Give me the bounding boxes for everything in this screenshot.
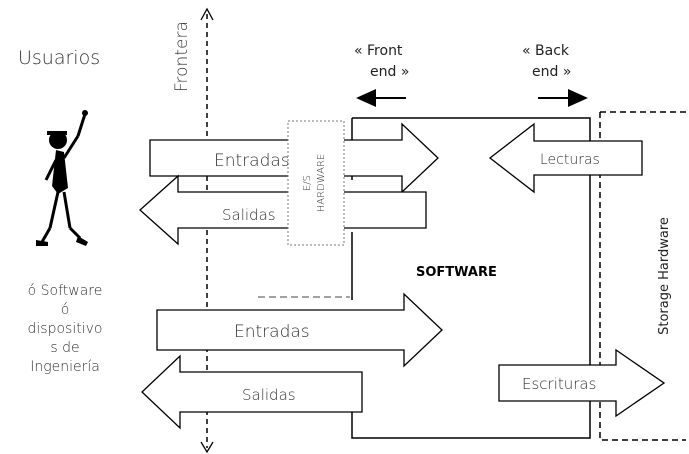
- software-label: SOFTWARE: [416, 265, 497, 280]
- entradas-top-label: Entradas: [214, 151, 290, 171]
- usuarios-label: Usuarios: [18, 47, 100, 69]
- lecturas-label: Lecturas: [540, 152, 600, 168]
- salidas-top-label: Salidas: [222, 206, 276, 224]
- salidas-top-arrow: [139, 174, 427, 246]
- entradas-bottom-arrow: [156, 292, 443, 368]
- back-end-label-line1: « Back: [522, 43, 570, 59]
- frontera-bottom-arrowhead: [200, 441, 214, 454]
- front-end-label-line1: « Front: [354, 43, 403, 59]
- salidas-bottom-arrow: [141, 354, 363, 430]
- alt-source-line2: ó: [61, 302, 70, 318]
- storage-hardware-label: Storage Hardware: [657, 217, 672, 335]
- frontera-label: Frontera: [172, 21, 192, 92]
- back-end-arrowhead: [568, 89, 588, 107]
- salidas-bottom-label: Salidas: [242, 386, 296, 404]
- alt-source-line5: Ingeniería: [30, 359, 100, 375]
- es-hardware-label-line1: E/S: [302, 175, 313, 191]
- front-end-label-line2: end »: [370, 64, 409, 80]
- user-figure-icon: [36, 110, 88, 246]
- frontera-top-arrowhead: [200, 7, 214, 21]
- alt-source-line4: s de: [50, 340, 79, 356]
- entradas-bottom-label: Entradas: [234, 322, 310, 342]
- escrituras-arrow: [498, 348, 666, 418]
- alt-source-line1: ó Software: [28, 283, 103, 299]
- storage-hardware-box: [599, 111, 686, 441]
- alt-source-line3: dispositivo: [28, 321, 103, 337]
- software-block: [351, 117, 591, 439]
- lecturas-arrow: [488, 122, 643, 194]
- es-hardware-box: [287, 120, 345, 246]
- escrituras-label: Escrituras: [522, 375, 596, 393]
- es-hardware-label-line2: HARDWARE: [316, 154, 327, 212]
- front-end-arrowhead: [356, 89, 376, 107]
- back-end-label-line2: end »: [532, 64, 571, 80]
